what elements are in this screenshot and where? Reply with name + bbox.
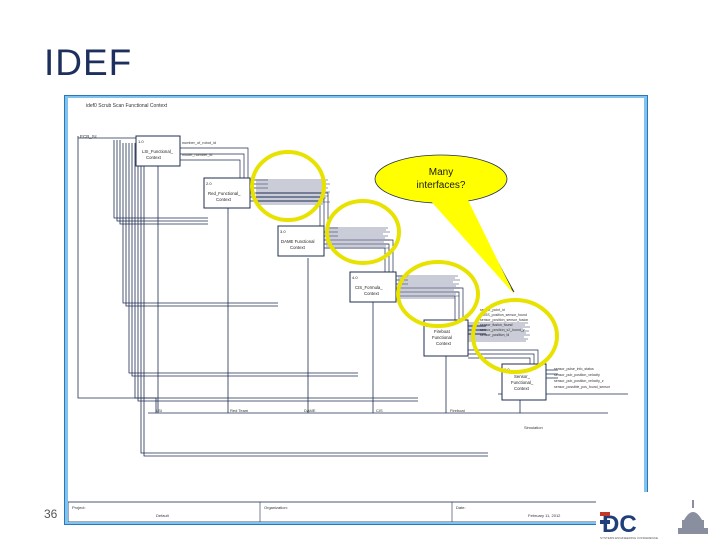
svg-text:sensor_possible_pos_found_sens: sensor_possible_pos_found_sensor [554,385,611,389]
slide-title: IDEF [44,42,133,83]
svg-text:sensor_pub_position_velocity_z: sensor_pub_position_velocity_z [554,379,604,383]
callout-bubble: Many interfaces? [374,154,515,294]
callout-line-2: interfaces? [417,180,466,191]
highlight-circle-3 [396,260,480,328]
svg-text:sensor_position_ld: sensor_position_ld [480,333,509,337]
svg-text:sensor_position_sensor_fusion: sensor_position_sensor_fusion [480,318,528,322]
callout-line-1: Many [429,167,453,178]
svg-text:Functional: Functional [432,335,452,340]
conference-logo: DC SYSTEMS ENGINEERING CONFERENCE [596,492,708,540]
svg-text:Red Team: Red Team [230,408,249,413]
capitol-dome-icon [678,500,708,534]
function-box-3: 3.0 DAME Functional Context [277,225,325,257]
svg-text:Fireboat: Fireboat [434,329,451,334]
svg-text:Project:: Project: [72,505,86,510]
svg-text:4.0: 4.0 [352,275,358,280]
mechanism-lines [148,163,628,414]
box6-outputs: sensor_pulse_info_status sensor_pub_posi… [554,367,611,389]
svg-text:sensor_pub_position_velocity: sensor_pub_position_velocity [554,373,600,377]
svg-text:Context: Context [436,341,452,346]
svg-text:sensor_pulse_info_status: sensor_pulse_info_status [554,367,594,371]
svg-text:February 11, 2012: February 11, 2012 [528,513,561,518]
function-box-1: 1.0 LSI_Functional_ Context [135,135,181,167]
svg-text:Red_Functional_: Red_Functional_ [208,191,241,196]
logo-subtitle: SYSTEMS ENGINEERING CONFERENCE [600,536,658,540]
svg-text:sensor_fusion_found: sensor_fusion_found [480,323,513,327]
diagram-footer: Project: Default Organization: Date: Feb… [68,501,644,522]
svg-text:Context: Context [290,245,306,250]
simulation-label: Simulation [524,425,543,430]
svg-text:Sensor_: Sensor_ [514,374,531,379]
svg-text:3.0: 3.0 [280,229,286,234]
box1-output-2: model_number_ld [182,153,212,157]
feedback-lines [77,136,488,457]
svg-text:Default: Default [156,513,170,518]
svg-text:Date:: Date: [456,505,466,510]
interface-clusters [256,179,530,342]
page-number: 36 [44,507,58,521]
svg-text:Context: Context [364,291,380,296]
svg-text:DDSS_position_sensor_found: DDSS_position_sensor_found [480,313,527,317]
svg-text:Context: Context [514,386,530,391]
highlight-circle-4 [471,298,559,374]
function-box-2: 2.0 Red_Functional_ Context [203,177,251,209]
box1-output-1: number_of_robot_id [182,141,216,145]
svg-text:Context: Context [216,197,232,202]
mechanism-labels: LSI Red Team DAME CIS Fireboat [156,408,466,413]
svg-text:Organization:: Organization: [264,505,288,510]
diagram-header: idef0 Scrub Scan Functional Context [86,103,168,109]
svg-text:2.0: 2.0 [206,181,212,186]
left-tag: ECB_Sc [80,134,98,139]
box5-inputs: sensor_point_id DDSS_position_sensor_fou… [480,308,528,337]
svg-text:LSI_Functional_: LSI_Functional_ [142,149,174,154]
highlight-circle-2 [325,199,401,265]
highlight-circles [250,150,559,374]
idef0-diagram: idef0 Scrub Scan Functional Context ECB_… [68,103,644,522]
svg-text:Fireboat: Fireboat [450,408,466,413]
svg-text:DAME Functional: DAME Functional [281,239,314,244]
svg-text:LSI: LSI [156,408,162,413]
svg-text:CIS_Formula_: CIS_Formula_ [355,285,383,290]
svg-text:1.0: 1.0 [138,139,144,144]
svg-text:CIS: CIS [376,408,383,413]
svg-text:Functional_: Functional_ [511,380,534,385]
function-box-4: 4.0 CIS_Formula_ Context [349,271,397,303]
svg-text:DAME: DAME [304,408,316,413]
svg-text:sensor_point_id: sensor_point_id [480,308,505,312]
svg-text:Context: Context [146,155,162,160]
svg-text:sensor_position_s2_found_y: sensor_position_s2_found_y [480,328,525,332]
highlight-circle-1 [250,150,326,222]
diagram-sheet [68,98,644,522]
